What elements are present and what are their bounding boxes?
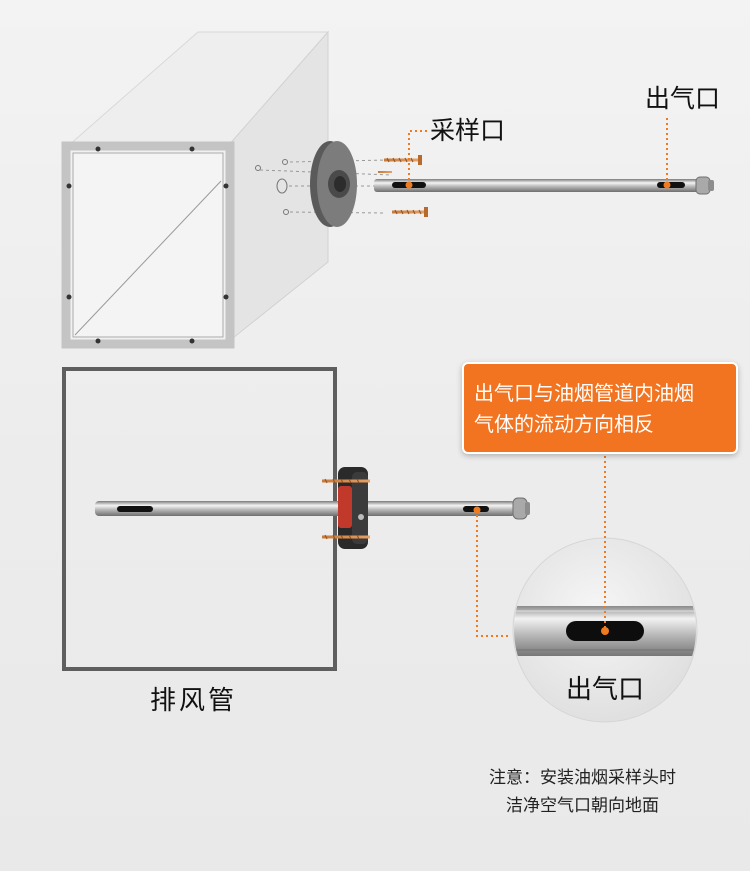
sampling-pipe-bottom: [95, 497, 530, 520]
duct-3d: [61, 30, 393, 349]
outlet-label-zoom: 出气口: [566, 675, 645, 705]
screw-top-1: [384, 155, 422, 165]
pipe-bottom-clean-slot: [117, 506, 153, 512]
leader-lines-bottom: [476, 456, 606, 637]
flange-gasket: [338, 486, 352, 528]
outlet-label-top: 出气口: [645, 84, 721, 113]
callout-line-2: 气体的流动方向相反: [474, 412, 654, 436]
callout-line-1: 出气口与油烟管道内油烟: [474, 381, 694, 405]
exhaust-duct-label: 排风管: [150, 686, 238, 716]
pipe-bottom-fitting: [512, 497, 528, 520]
installation-note: 注意：安装油烟采样头时 洁净空气口朝向地面: [470, 764, 695, 820]
leader-lines-top: [408, 118, 668, 184]
flow-direction-callout: 出气口与油烟管道内油烟 气体的流动方向相反: [462, 362, 738, 454]
screws-top: [378, 155, 428, 217]
screw-top-3: [378, 171, 392, 173]
mounting-holes: [255, 159, 289, 215]
pipe-top-outlet-slot: [657, 182, 685, 188]
pipe-bottom-body: [95, 501, 515, 516]
mounting-flange-bottom: [338, 467, 368, 549]
note-line-1: 注意：安装油烟采样头时: [489, 768, 676, 788]
duct-bolt-holes: [66, 146, 229, 344]
screws-bottom: [322, 478, 370, 540]
note-line-2: 洁净空气口朝向地面: [506, 796, 659, 816]
screw-top-2: [392, 207, 428, 217]
exhaust-duct-frame: [62, 367, 337, 671]
duct-diagonal: [74, 180, 222, 336]
sampling-port-label: 采样口: [430, 116, 506, 145]
sampling-pipe-top: [374, 176, 714, 195]
duct-front-opening: [72, 152, 224, 338]
pipe-top-fitting: [695, 176, 711, 195]
pipe-top-body: [374, 179, 699, 192]
mounting-flange-top: [310, 141, 357, 227]
